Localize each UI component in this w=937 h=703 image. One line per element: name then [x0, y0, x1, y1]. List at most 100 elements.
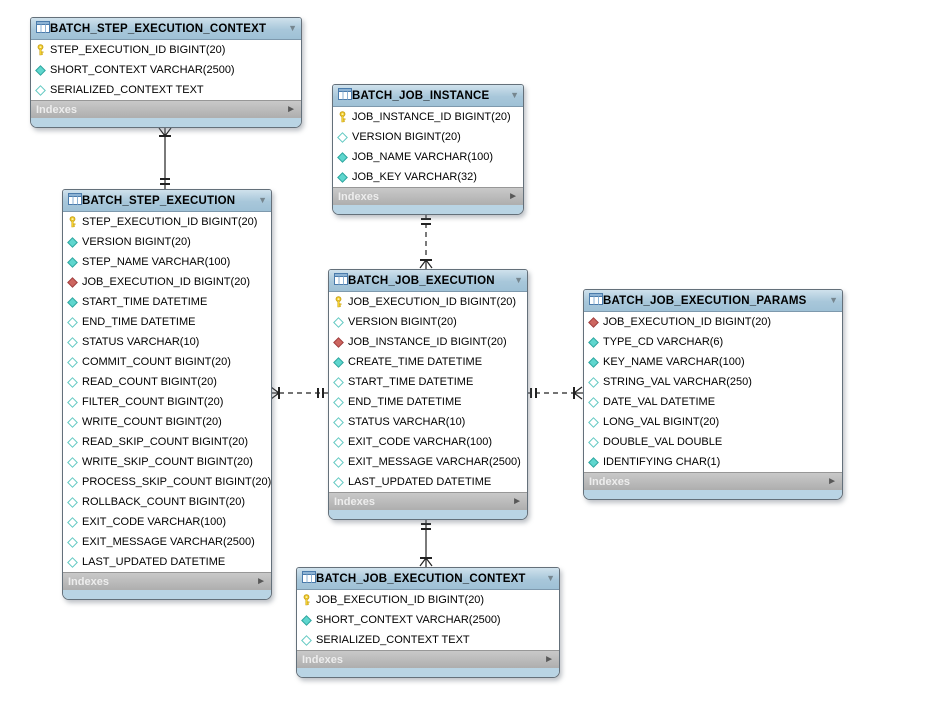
column-label: VERSION BIGINT(20): [352, 131, 461, 143]
column-row[interactable]: PROCESS_SKIP_COUNT BIGINT(20): [63, 472, 271, 492]
column-row[interactable]: END_TIME DATETIME: [329, 392, 527, 412]
relationship-batch_job_execution-to-batch_job_execution_context[interactable]: [419, 519, 433, 567]
indexes-label: Indexes: [589, 475, 630, 488]
column-row[interactable]: STRING_VAL VARCHAR(250): [584, 372, 842, 392]
column-row[interactable]: END_TIME DATETIME: [63, 312, 271, 332]
relationship-batch_step_execution_context-to-batch_step_execution[interactable]: [158, 127, 172, 189]
column-row[interactable]: IDENTIFYING CHAR(1): [584, 452, 842, 472]
nullable-column-icon: [67, 356, 78, 368]
expand-arrow-icon[interactable]: ►: [508, 190, 518, 202]
table-batch_job_execution_context[interactable]: BATCH_JOB_EXECUTION_CONTEXT▼JOB_EXECUTIO…: [296, 567, 560, 678]
column-row[interactable]: EXIT_CODE VARCHAR(100): [329, 432, 527, 452]
table-batch_job_execution[interactable]: BATCH_JOB_EXECUTION ▼ JOB_EXECUTION_ID BIG…: [328, 269, 528, 520]
relationship-batch_step_execution-to-batch_job_execution[interactable]: [270, 386, 328, 400]
indexes-footer[interactable]: Indexes►: [333, 187, 523, 205]
column-row[interactable]: COMMIT_COUNT BIGINT(20): [63, 352, 271, 372]
indexes-footer[interactable]: Indexes ►: [584, 472, 842, 490]
column-row[interactable]: JOB_EXECUTION_ID BIGINT(20): [584, 312, 842, 332]
relationship-batch_job_execution-to-batch_job_execution_params[interactable]: [526, 386, 583, 400]
collapse-arrow-icon[interactable]: ▼: [288, 23, 297, 33]
expand-arrow-icon[interactable]: ►: [827, 475, 837, 487]
column-row[interactable]: JOB_EXECUTION_ID BIGINT(20): [329, 292, 527, 312]
column-row[interactable]: WRITE_SKIP_COUNT BIGINT(20): [63, 452, 271, 472]
column-label: KEY_NAME VARCHAR(100): [603, 356, 745, 368]
column-row[interactable]: READ_SKIP_COUNT BIGINT(20): [63, 432, 271, 452]
table-header[interactable]: BATCH_STEP_EXECUTION_CONTEXT▼: [31, 18, 301, 40]
column-label: LONG_VAL BIGINT(20): [603, 416, 720, 428]
column-label: JOB_EXECUTION_ID BIGINT(20): [348, 296, 517, 308]
column-row[interactable]: VERSION BIGINT(20): [63, 232, 271, 252]
column-label: STATUS VARCHAR(10): [348, 416, 466, 428]
column-row[interactable]: EXIT_MESSAGE VARCHAR(2500): [63, 532, 271, 552]
column-row[interactable]: LAST_UPDATED DATETIME: [329, 472, 527, 492]
column-row[interactable]: START_TIME DATETIME: [329, 372, 527, 392]
table-header[interactable]: BATCH_JOB_EXECUTION ▼: [329, 270, 527, 292]
indexes-footer[interactable]: Indexes ►: [31, 100, 301, 118]
table-header[interactable]: BATCH_JOB_EXECUTION_CONTEXT▼: [297, 568, 559, 590]
collapse-arrow-icon[interactable]: ▼: [829, 295, 838, 305]
collapse-arrow-icon[interactable]: ▼: [258, 195, 267, 205]
column-label: WRITE_SKIP_COUNT BIGINT(20): [82, 456, 253, 468]
indexes-footer[interactable]: Indexes►: [329, 492, 527, 510]
column-row[interactable]: DATE_VAL DATETIME: [584, 392, 842, 412]
table-batch_step_execution[interactable]: BATCH_STEP_EXECUTION▼STEP_EXECUTION_ID B…: [62, 189, 272, 600]
column-row[interactable]: STEP_EXECUTION_ID BIGINT(20): [31, 40, 301, 60]
column-row[interactable]: SHORT_CONTEXT VARCHAR(2500): [297, 610, 559, 630]
nullable-column-icon: [67, 556, 78, 568]
collapse-arrow-icon[interactable]: ▼: [514, 275, 523, 285]
column-row[interactable]: FILTER_COUNT BIGINT(20): [63, 392, 271, 412]
column-row[interactable]: EXIT_MESSAGE VARCHAR(2500): [329, 452, 527, 472]
collapse-arrow-icon[interactable]: ▼: [510, 90, 519, 100]
column-row[interactable]: CREATE_TIME DATETIME: [329, 352, 527, 372]
relationship-batch_job_instance-to-batch_job_execution[interactable]: [419, 214, 433, 269]
column-label: READ_SKIP_COUNT BIGINT(20): [82, 436, 249, 448]
column-row[interactable]: STEP_NAME VARCHAR(100): [63, 252, 271, 272]
column-row[interactable]: JOB_INSTANCE_ID BIGINT(20): [333, 107, 523, 127]
column-row[interactable]: EXIT_CODE VARCHAR(100): [63, 512, 271, 532]
expand-arrow-icon[interactable]: ►: [512, 495, 522, 507]
column-label: DATE_VAL DATETIME: [603, 396, 716, 408]
table-batch_job_instance[interactable]: BATCH_JOB_INSTANCE▼JOB_INSTANCE_ID BIGIN…: [332, 84, 524, 215]
column-row[interactable]: JOB_INSTANCE_ID BIGINT(20): [329, 332, 527, 352]
table-batch_step_execution_context[interactable]: BATCH_STEP_EXECUTION_CONTEXT▼STEP_EXECUT…: [30, 17, 302, 128]
column-row[interactable]: JOB_EXECUTION_ID BIGINT(20): [297, 590, 559, 610]
table-batch_job_execution_params[interactable]: BATCH_JOB_EXECUTION_PARAMS▼JOB_EXECUTION…: [583, 289, 843, 500]
indexes-footer[interactable]: Indexes►: [297, 650, 559, 668]
indexes-label: Indexes: [36, 103, 77, 116]
required-column-icon: [337, 151, 348, 163]
column-row[interactable]: WRITE_COUNT BIGINT(20): [63, 412, 271, 432]
column-row[interactable]: LONG_VAL BIGINT(20): [584, 412, 842, 432]
column-row[interactable]: LAST_UPDATED DATETIME: [63, 552, 271, 572]
column-row[interactable]: STATUS VARCHAR(10): [63, 332, 271, 352]
table-title: BATCH_JOB_EXECUTION: [348, 274, 495, 287]
expand-arrow-icon[interactable]: ►: [544, 653, 554, 665]
column-label: JOB_KEY VARCHAR(32): [352, 171, 477, 183]
column-label: TYPE_CD VARCHAR(6): [603, 336, 724, 348]
collapse-arrow-icon[interactable]: ▼: [546, 573, 555, 583]
column-row[interactable]: STATUS VARCHAR(10): [329, 412, 527, 432]
column-row[interactable]: KEY_NAME VARCHAR(100): [584, 352, 842, 372]
column-row[interactable]: VERSION BIGINT(20): [333, 127, 523, 147]
column-row[interactable]: TYPE_CD VARCHAR(6): [584, 332, 842, 352]
column-row[interactable]: JOB_NAME VARCHAR(100): [333, 147, 523, 167]
table-header[interactable]: BATCH_STEP_EXECUTION▼: [63, 190, 271, 212]
expand-arrow-icon[interactable]: ►: [256, 575, 266, 587]
column-row[interactable]: VERSION BIGINT(20): [329, 312, 527, 332]
column-row[interactable]: SHORT_CONTEXT VARCHAR(2500): [31, 60, 301, 80]
table-header[interactable]: BATCH_JOB_INSTANCE▼: [333, 85, 523, 107]
column-row[interactable]: START_TIME DATETIME: [63, 292, 271, 312]
column-row[interactable]: JOB_EXECUTION_ID BIGINT(20): [63, 272, 271, 292]
column-label: FILTER_COUNT BIGINT(20): [82, 396, 224, 408]
indexes-footer[interactable]: Indexes►: [63, 572, 271, 590]
column-row[interactable]: READ_COUNT BIGINT(20): [63, 372, 271, 392]
column-label: EXIT_MESSAGE VARCHAR(2500): [348, 456, 521, 468]
column-row[interactable]: ROLLBACK_COUNT BIGINT(20): [63, 492, 271, 512]
column-row[interactable]: DOUBLE_VAL DOUBLE: [584, 432, 842, 452]
column-row[interactable]: JOB_KEY VARCHAR(32): [333, 167, 523, 187]
table-header[interactable]: BATCH_JOB_EXECUTION_PARAMS▼: [584, 290, 842, 312]
required-column-icon: [337, 171, 348, 183]
column-row[interactable]: SERIALIZED_CONTEXT TEXT: [31, 80, 301, 100]
column-row[interactable]: STEP_EXECUTION_ID BIGINT(20): [63, 212, 271, 232]
column-row[interactable]: SERIALIZED_CONTEXT TEXT: [297, 630, 559, 650]
expand-arrow-icon[interactable]: ►: [286, 103, 296, 115]
